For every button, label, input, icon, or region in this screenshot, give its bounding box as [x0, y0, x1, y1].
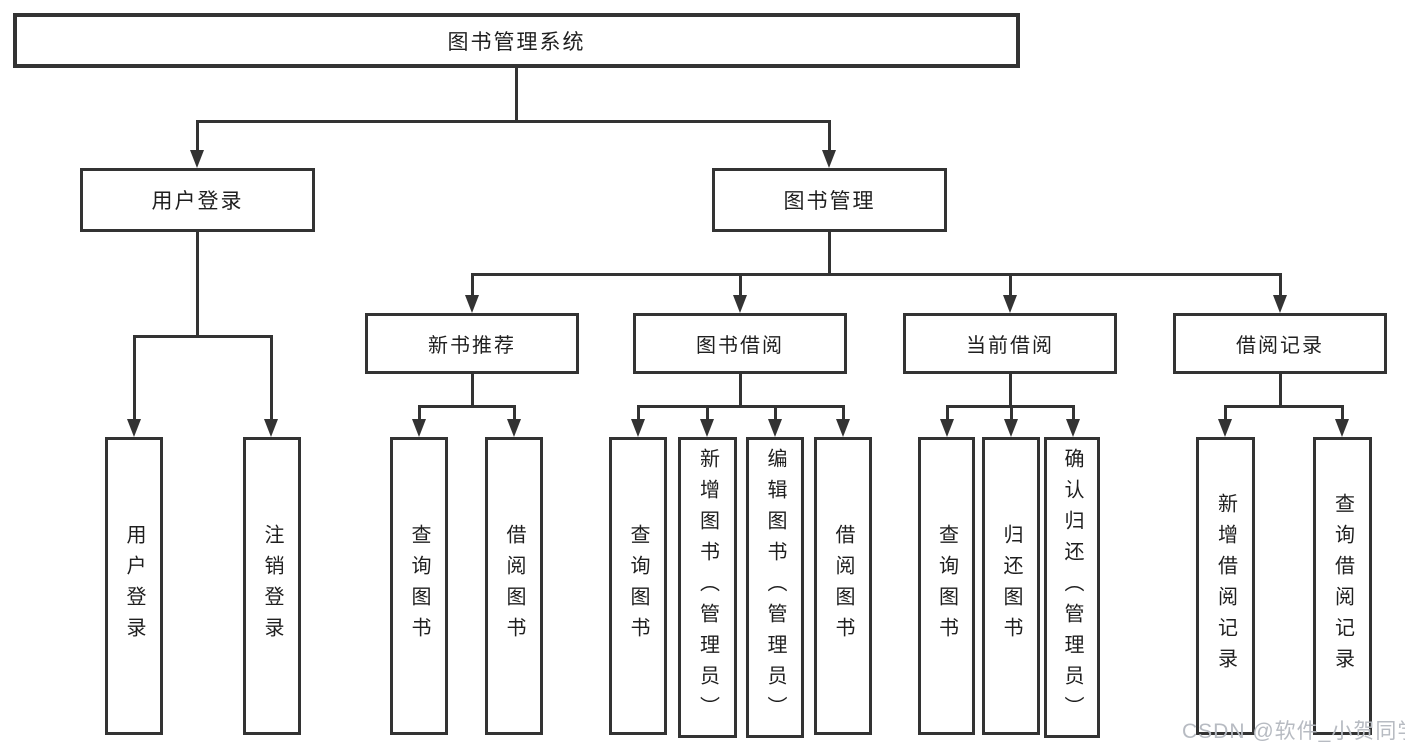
- connector-segment: [1009, 374, 1012, 405]
- connector-segment: [471, 273, 474, 295]
- leaf-label: 查询图书: [935, 524, 958, 648]
- arrowhead-down-icon: [822, 150, 836, 168]
- leaf-cb-return-books: 归还图书: [982, 437, 1040, 735]
- arrowhead-down-icon: [940, 419, 954, 437]
- connector-segment: [418, 405, 516, 408]
- connector-segment: [515, 68, 518, 120]
- leaf-bb-edit-books-admin: 编辑图书（管理员）: [746, 437, 804, 738]
- leaf-label: 借阅图书: [832, 524, 854, 648]
- arrowhead-down-icon: [1003, 295, 1017, 313]
- connector-segment: [513, 405, 516, 419]
- node-new-book-recommend: 新书推荐: [365, 313, 579, 374]
- arrowhead-down-icon: [733, 295, 747, 313]
- connector-segment: [842, 405, 845, 419]
- arrowhead-down-icon: [264, 419, 278, 437]
- leaf-cb-query-books: 查询图书: [918, 437, 975, 735]
- arrowhead-down-icon: [1273, 295, 1287, 313]
- leaf-label: 新增图书（管理员）: [696, 448, 719, 727]
- connector-segment: [1072, 405, 1075, 419]
- leaf-logout: 注销登录: [243, 437, 301, 735]
- connector-segment: [1224, 405, 1344, 408]
- connector-segment: [1341, 405, 1344, 419]
- arrowhead-down-icon: [1004, 419, 1018, 437]
- node-label: 图书管理系统: [447, 30, 586, 54]
- arrowhead-down-icon: [190, 150, 204, 168]
- leaf-nb-query-books: 查询图书: [390, 437, 448, 735]
- arrowhead-down-icon: [465, 295, 479, 313]
- node-label: 图书借阅: [696, 335, 784, 357]
- arrowhead-down-icon: [1218, 419, 1232, 437]
- arrowhead-down-icon: [631, 419, 645, 437]
- node-book-management: 图书管理: [712, 168, 947, 232]
- csdn-watermark: CSDN @软件_小贺同学: [1182, 720, 1405, 743]
- node-label: 新书推荐: [428, 335, 516, 357]
- arrowhead-down-icon: [836, 419, 850, 437]
- leaf-nb-borrow-books: 借阅图书: [485, 437, 543, 735]
- leaf-label: 查询图书: [408, 524, 430, 648]
- connector-segment: [196, 120, 199, 152]
- leaf-bb-query-books: 查询图书: [609, 437, 667, 735]
- connector-segment: [739, 374, 742, 405]
- connector-segment: [133, 335, 273, 338]
- node-label: 图书管理: [783, 190, 876, 213]
- node-current-borrow: 当前借阅: [903, 313, 1117, 374]
- node-book-borrow: 图书借阅: [633, 313, 847, 374]
- leaf-label: 查询借阅记录: [1331, 493, 1354, 679]
- arrowhead-down-icon: [127, 419, 141, 437]
- node-root: 图书管理系统: [13, 13, 1020, 68]
- arrowhead-down-icon: [507, 419, 521, 437]
- connector-segment: [828, 232, 831, 273]
- connector-segment: [196, 120, 831, 123]
- arrowhead-down-icon: [1335, 419, 1349, 437]
- connector-segment: [270, 335, 273, 419]
- node-borrow-records: 借阅记录: [1173, 313, 1387, 374]
- leaf-label: 注销登录: [261, 524, 283, 648]
- connector-segment: [471, 273, 1281, 276]
- leaf-label: 归还图书: [1000, 524, 1022, 648]
- connector-segment: [706, 405, 709, 419]
- connector-segment: [637, 405, 845, 408]
- node-label: 当前借阅: [966, 335, 1054, 357]
- connector-segment: [1224, 405, 1227, 419]
- leaf-bb-add-books-admin: 新增图书（管理员）: [678, 437, 737, 738]
- leaf-br-add-record: 新增借阅记录: [1196, 437, 1255, 735]
- node-label: 用户登录: [151, 190, 244, 213]
- connector-segment: [774, 405, 777, 419]
- connector-segment: [1279, 273, 1282, 295]
- connector-segment: [1009, 273, 1012, 295]
- arrowhead-down-icon: [768, 419, 782, 437]
- leaf-label: 确认归还（管理员）: [1061, 448, 1083, 727]
- arrowhead-down-icon: [700, 419, 714, 437]
- arrowhead-down-icon: [412, 419, 426, 437]
- node-label: 借阅记录: [1236, 335, 1324, 357]
- connector-segment: [739, 273, 742, 295]
- connector-segment: [418, 405, 421, 419]
- connector-segment: [828, 120, 831, 152]
- leaf-label: 新增借阅记录: [1214, 493, 1237, 679]
- connector-segment: [946, 405, 949, 419]
- connector-segment: [471, 374, 474, 405]
- node-user-login: 用户登录: [80, 168, 315, 232]
- connector-segment: [637, 405, 640, 419]
- leaf-cb-confirm-return-admin: 确认归还（管理员）: [1044, 437, 1100, 738]
- leaf-label: 借阅图书: [503, 524, 525, 648]
- connector-segment: [133, 335, 136, 419]
- leaf-label: 用户登录: [123, 524, 145, 648]
- connector-segment: [1279, 374, 1282, 405]
- connector-segment: [196, 232, 199, 335]
- leaf-user-login: 用户登录: [105, 437, 163, 735]
- leaf-br-query-record: 查询借阅记录: [1313, 437, 1372, 735]
- connector-segment: [1010, 405, 1013, 419]
- leaf-bb-borrow-books: 借阅图书: [814, 437, 872, 735]
- leaf-label: 编辑图书（管理员）: [764, 448, 786, 727]
- leaf-label: 查询图书: [627, 524, 649, 648]
- arrowhead-down-icon: [1066, 419, 1080, 437]
